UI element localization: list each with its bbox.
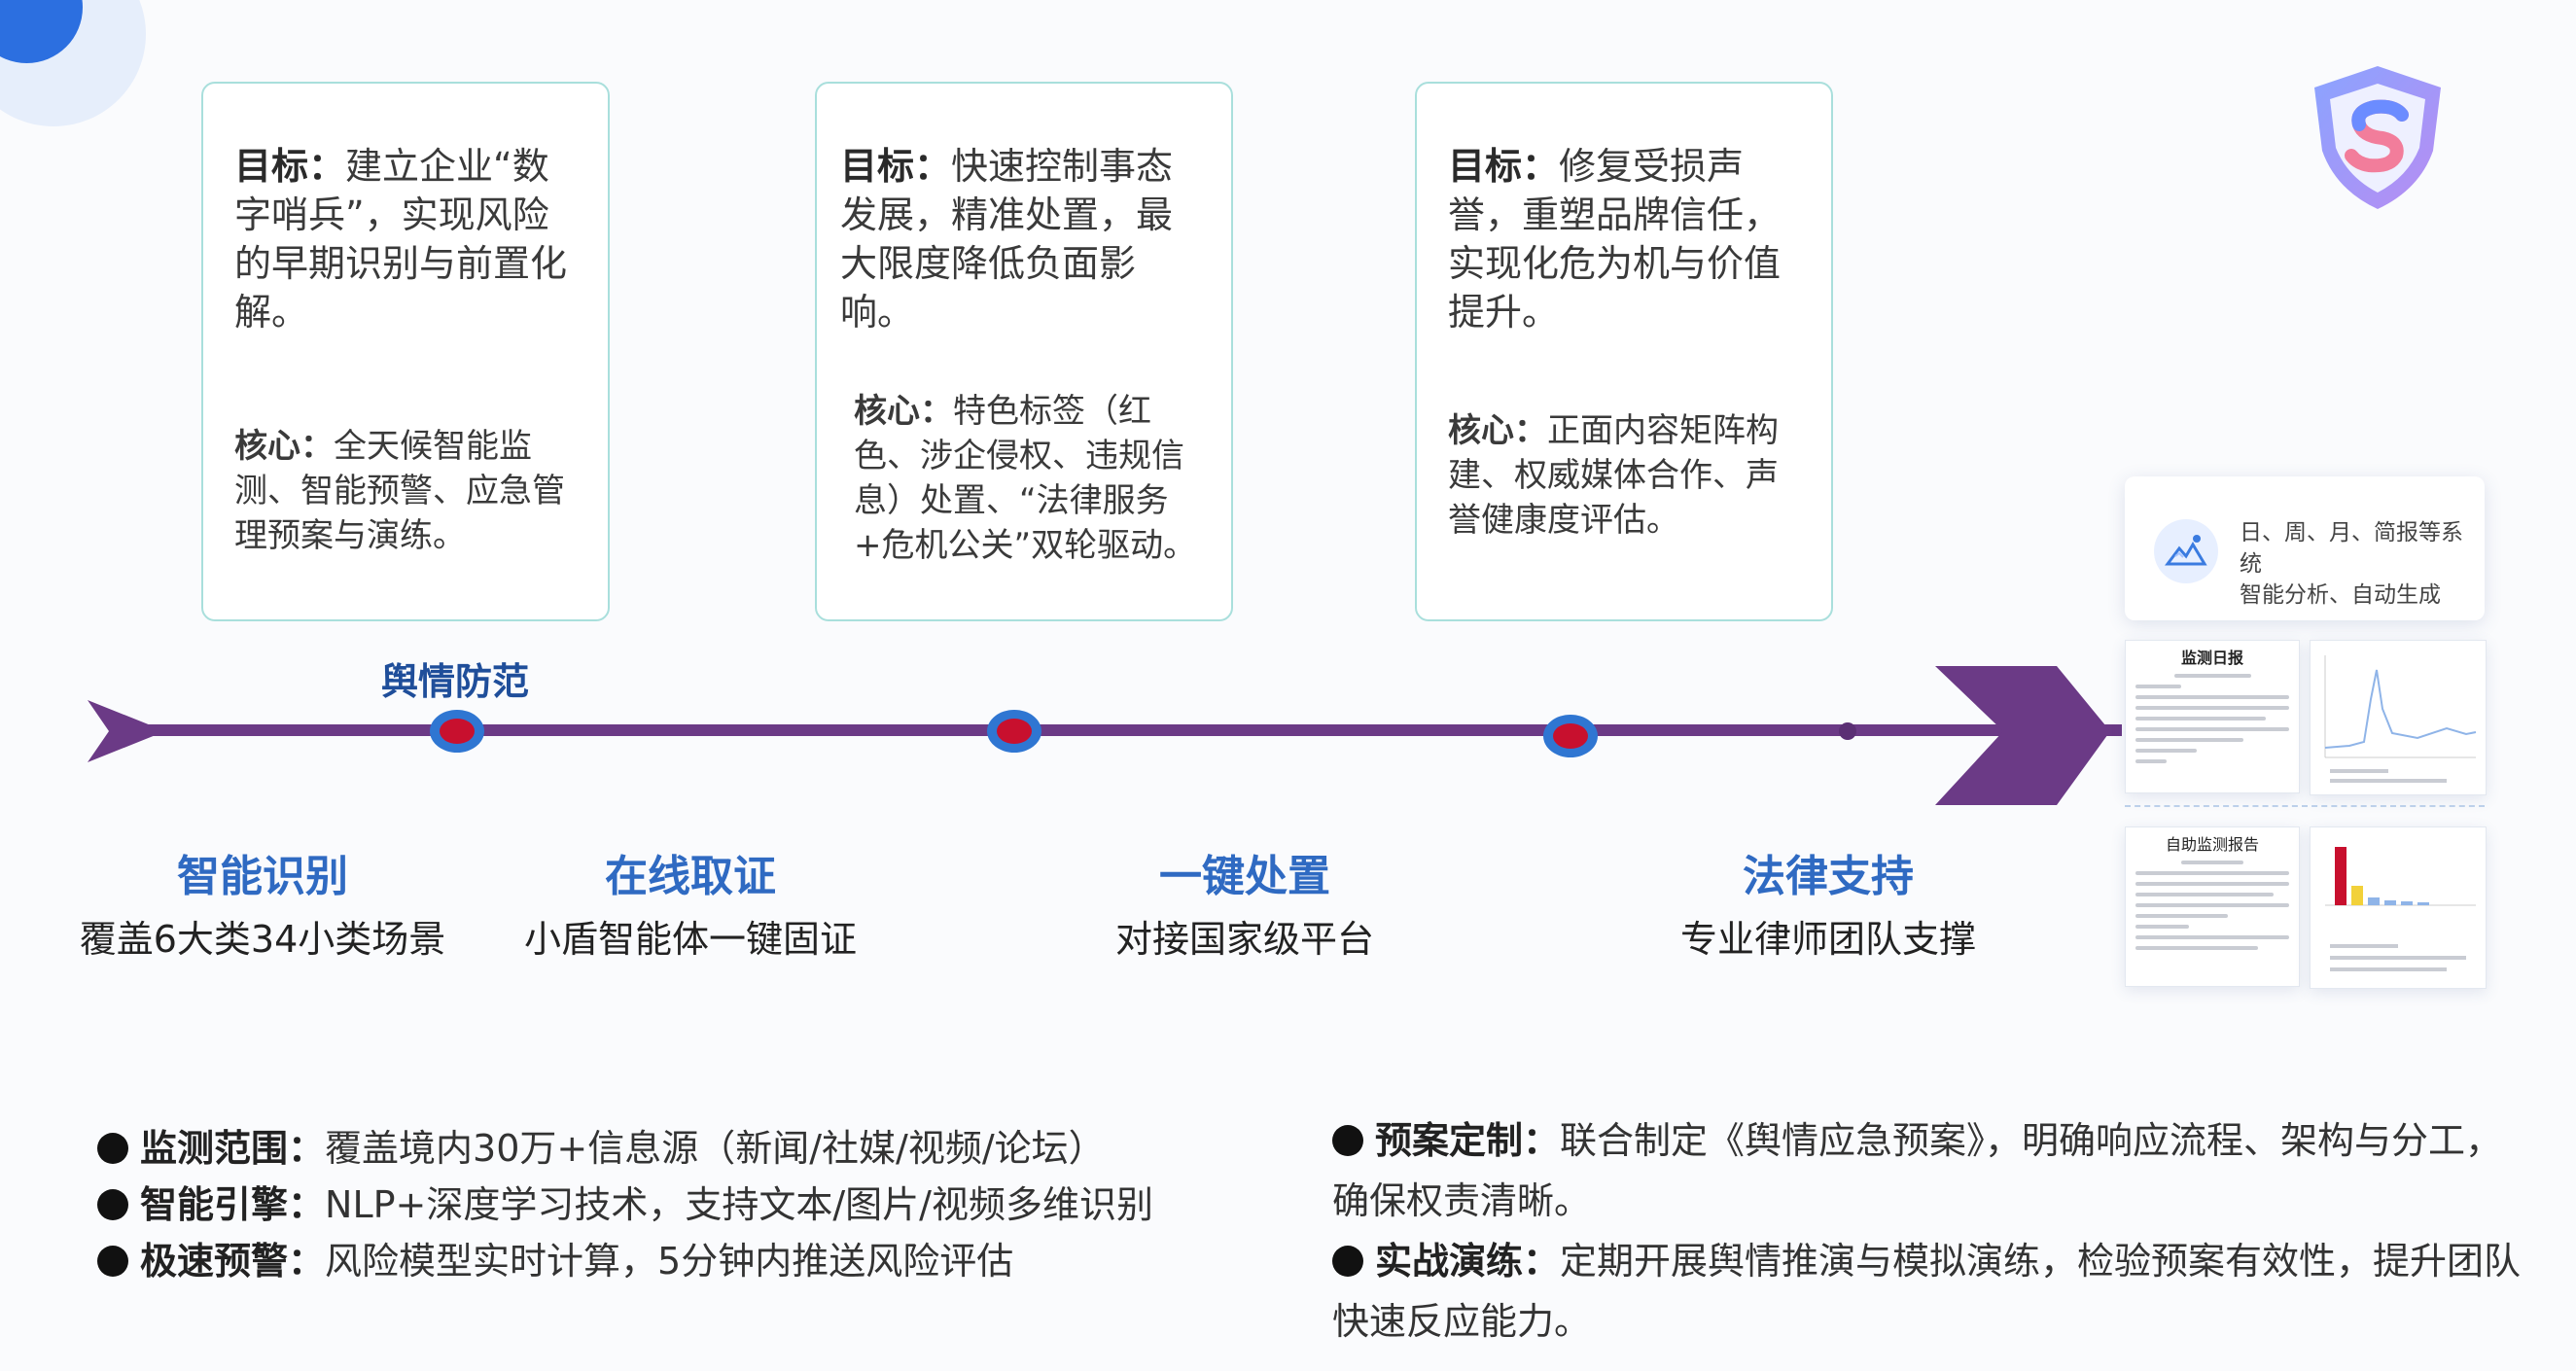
bullet-dot-icon [97,1246,128,1277]
stage-subtitle: 小盾智能体一键固证 [523,918,857,961]
card-core: 核心：正面内容矩阵构建、权威媒体合作、声誉健康度评估。 [1448,411,1779,540]
callout-text: 日、周、月、简报等系统 智能分析、自动生成 [2240,520,2463,608]
doc-title: 自助监测报告 [2165,837,2259,854]
mountain-report-icon [2154,519,2218,583]
bullet-item: 智能引擎：NLP+深度学习技术，支持文本/图片/视频多维识别 [97,1177,1153,1233]
bullet-dot-icon [97,1189,128,1220]
stage-legal: 法律支持 专业律师团队支撑 [1634,841,2023,963]
doc-title: 监测日报 [2180,650,2243,667]
arrow-tail [88,700,165,762]
stage-title: 一键处置 [1159,852,1330,901]
bullet-continuation: 快速反应能力。 [1332,1300,1592,1343]
stage-subtitle: 专业律师团队支撑 [1679,918,1976,961]
card-goal: 目标：修复受损声誉，重塑品牌信任，实现化危为机与价值提升。 [1448,145,1782,334]
arrow-shaft [109,724,2122,736]
card-core: 核心：特色标签（红色、涉企侵权、违规信息）处置、“法律服务+危机公关”双轮驱动。 [854,392,1197,565]
goal-card-response: 目标：快速控制事态发展，精准处置，最大限度降低负面影响。 核心：特色标签（红色、… [815,82,1233,621]
bullets-left: 监测范围：覆盖境内30万+信息源（新闻/社媒/视频/论坛） 智能引擎：NLP+深… [97,1120,1153,1289]
stage-subtitle: 对接国家级平台 [1114,918,1374,961]
report-doc-daily: 监测日报 [2125,640,2300,793]
stage-title: 在线取证 [605,852,776,901]
report-doc-self: 自助监测报告 [2125,826,2300,987]
stage-identify: 智能识别 覆盖6大类34小类场景 [58,841,467,963]
report-callout: 日、周、月、简报等系统 智能分析、自动生成 [2125,476,2485,620]
shield-s-logo-icon [2305,58,2451,214]
report-chart-line [2310,640,2487,795]
goal-card-prevention: 目标：建立企业“数字哨兵”，实现风险的早期识别与前置化解。 核心：全天候智能监测… [201,82,610,621]
card-goal: 目标：建立企业“数字哨兵”，实现风险的早期识别与前置化解。 [234,145,568,334]
stage-title: 法律支持 [1743,852,1914,901]
timeline-node [430,710,484,753]
timeline-dot [1839,722,1856,740]
bullet-dot-icon [1332,1246,1363,1277]
arrow-head [1935,666,2110,805]
bullet-item: 预案定制：联合制定《舆情应急预案》，明确响应流程、架构与分工， [1332,1110,2521,1171]
bullets-right: 预案定制：联合制定《舆情应急预案》，明确响应流程、架构与分工， 确保权责清晰。 … [1332,1110,2521,1352]
stage-title: 智能识别 [177,852,348,901]
panel-divider [2125,805,2485,807]
stage-subtitle: 覆盖6大类34小类场景 [79,918,446,961]
stage-handle: 一键处置 对接国家级平台 [1050,841,1439,963]
bullet-item: 极速预警：风险模型实时计算，5分钟内推送风险评估 [97,1233,1153,1289]
bullet-continuation: 确保权责清晰。 [1332,1179,1592,1222]
bullet-item: 实战演练：定期开展舆情推演与模拟演练，检验预案有效性，提升团队 [1332,1231,2521,1291]
card-goal: 目标：快速控制事态发展，精准处置，最大限度降低负面影响。 [840,145,1174,334]
timeline-node [987,710,1041,753]
report-preview-panel: 日、周、月、简报等系统 智能分析、自动生成 监测日报 自助监测报告 [2120,476,2489,992]
bullet-dot-icon [97,1133,128,1164]
timeline-node [1543,715,1598,757]
bullet-dot-icon [1332,1125,1363,1156]
goal-card-recovery: 目标：修复受损声誉，重塑品牌信任，实现化危为机与价值提升。 核心：正面内容矩阵构… [1415,82,1833,621]
arrow-head-base [1935,666,2110,731]
stage-evidence: 在线取证 小盾智能体一键固证 [496,841,885,963]
bullet-item: 监测范围：覆盖境内30万+信息源（新闻/社媒/视频/论坛） [97,1120,1153,1177]
card-core: 核心：全天候智能监测、智能预警、应急管理预案与演练。 [234,427,565,555]
report-chart-bar [2310,826,2487,989]
timeline-top-label: 舆情防范 [381,660,530,703]
